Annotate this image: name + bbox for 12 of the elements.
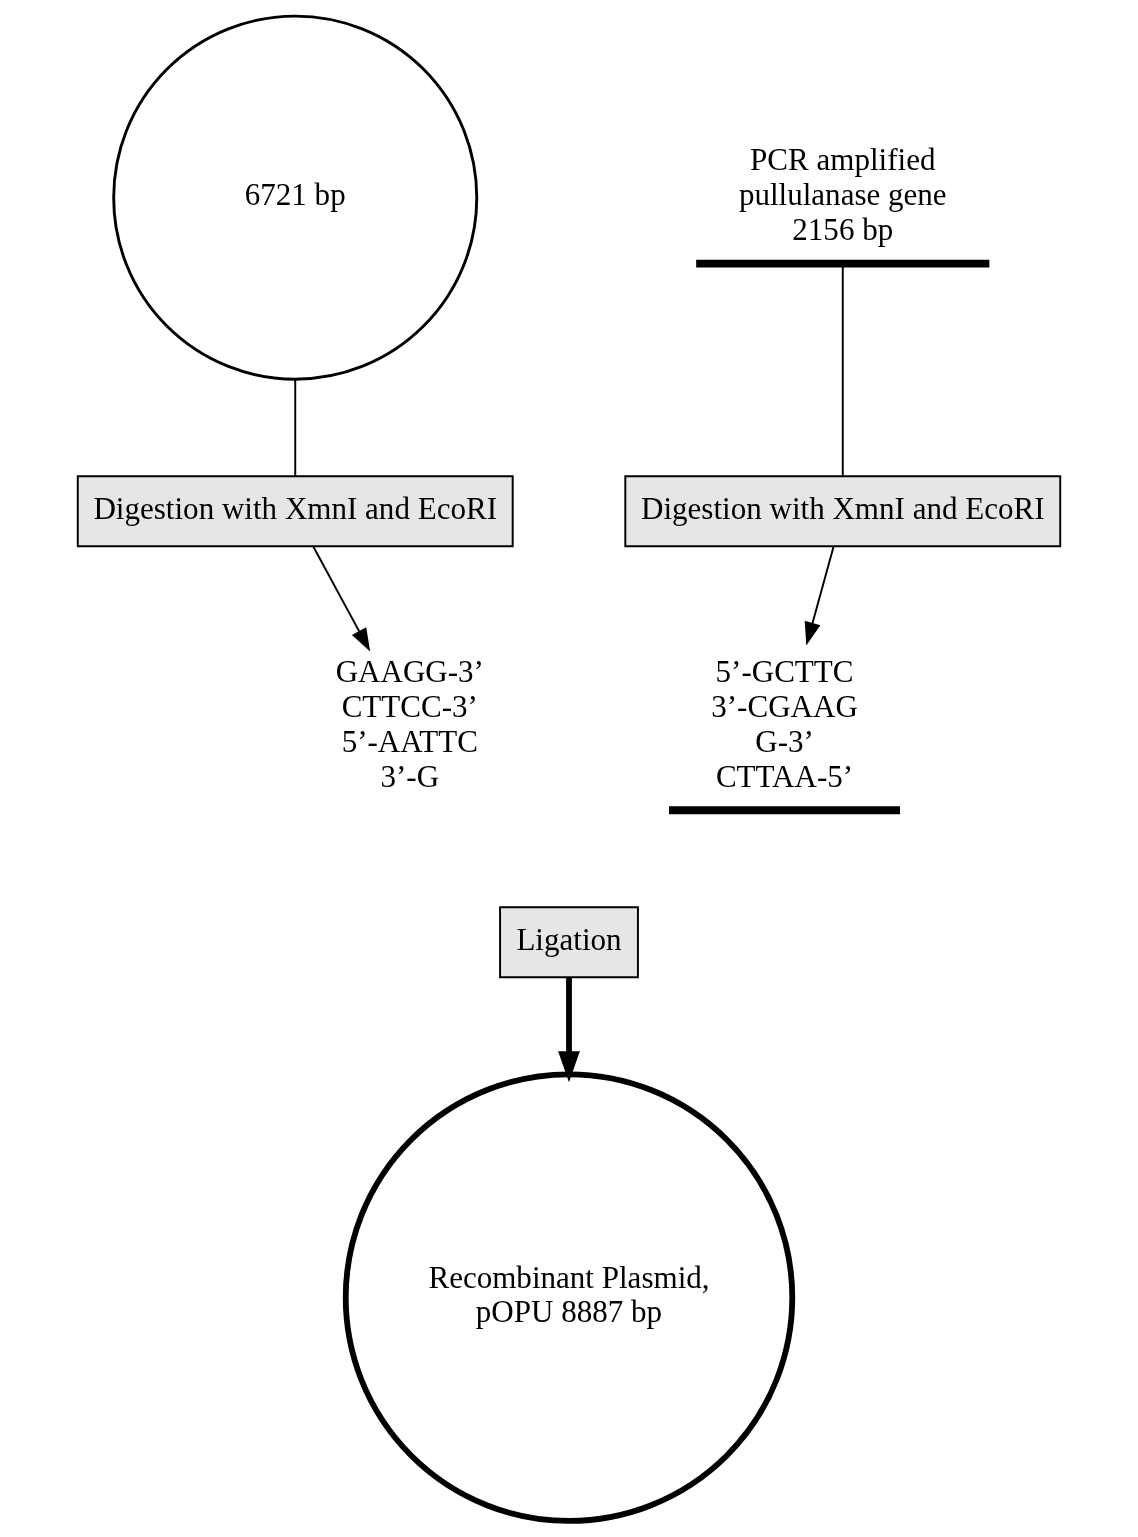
node-text: GAAGG-3’ CTTCC-3’ 5’-AATTC 3’-G	[335, 653, 484, 794]
node-circle: Recombinant Plasmid, pOPU 8887 bp	[342, 1071, 796, 1524]
node-box: Digestion with XmnI and EcoRI	[624, 475, 1062, 548]
node-text: PCR amplified pullulanase gene 2156 bp	[738, 142, 947, 247]
node-box: Digestion with XmnI and EcoRI	[76, 475, 514, 548]
node-text: 5’-GCTTC 3’-CGAAG G-3’ CTTAA-5’	[711, 653, 858, 794]
connector	[294, 378, 297, 477]
arrow	[804, 545, 835, 646]
arrow	[312, 545, 371, 652]
node-box: Ligation	[499, 906, 639, 979]
arrow	[558, 977, 580, 1083]
node-circle: 6721 bp	[112, 14, 479, 381]
